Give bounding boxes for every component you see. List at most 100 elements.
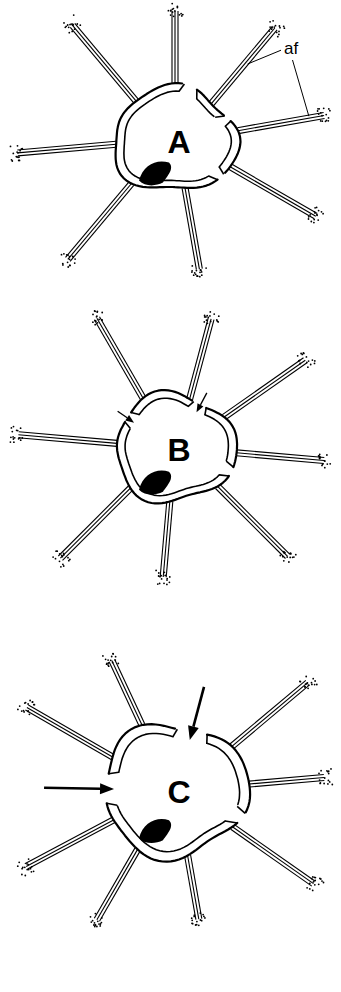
stipple-dot <box>271 28 273 30</box>
stipple-dot <box>177 7 179 9</box>
stipple-dot <box>10 441 12 443</box>
stipple-dot <box>329 463 331 465</box>
stipple-dot <box>321 880 323 882</box>
stipple-dot <box>284 552 286 554</box>
stipple-dot <box>314 363 316 365</box>
stipple-dot <box>316 214 318 216</box>
axopod-fiber <box>60 488 130 558</box>
stipple-dot <box>59 560 61 562</box>
cell-wall <box>109 772 119 773</box>
stipple-dot <box>283 26 285 28</box>
cell-wall <box>209 176 218 180</box>
stipple-dot <box>73 14 75 16</box>
stipple-dot <box>112 653 114 655</box>
stipple-dot <box>62 263 64 265</box>
flow-arrow-head <box>197 403 204 412</box>
stipple-dot <box>210 321 212 323</box>
stipple-dot <box>207 322 209 324</box>
stipple-dot <box>303 352 305 354</box>
stipple-dot <box>69 256 71 258</box>
flow-arrow-head <box>188 725 199 740</box>
stipple-dot <box>55 558 57 560</box>
stipple-dot <box>160 575 162 577</box>
stipple-dot <box>55 550 57 552</box>
stipple-dot <box>298 360 300 362</box>
axopod-fiber <box>249 775 324 782</box>
stipple-dot <box>66 254 68 256</box>
flow-arrow <box>44 787 100 791</box>
stipple-dot <box>171 3 173 5</box>
stipple-dot <box>115 656 117 658</box>
stipple-dot <box>193 916 195 918</box>
axopod-fiber <box>58 486 128 556</box>
stipple-dot <box>198 924 200 926</box>
stipple-dot <box>191 271 193 273</box>
stipple-dot <box>94 922 96 924</box>
stipple-dot <box>204 917 206 919</box>
stipple-dot <box>327 120 329 122</box>
stipple-dot <box>278 31 280 33</box>
stipple-dot <box>59 553 61 555</box>
stipple-dot <box>209 311 211 313</box>
stipple-dot <box>13 426 15 428</box>
cell-wall <box>109 724 175 774</box>
stipple-dot <box>173 8 175 10</box>
stipple-dot <box>309 883 311 885</box>
stipple-dot <box>283 552 285 554</box>
stipple-dot <box>213 313 215 315</box>
part-label: af <box>284 40 298 57</box>
stipple-dot <box>325 114 327 116</box>
stipple-dot <box>329 781 331 783</box>
stipple-dot <box>272 20 274 22</box>
stipple-dot <box>67 266 69 268</box>
stipple-dot <box>320 112 322 114</box>
stipple-dot <box>19 150 21 152</box>
stipple-dot <box>202 914 204 916</box>
stipple-dot <box>70 23 72 25</box>
axopod-fiber <box>94 848 135 918</box>
stipple-dot <box>193 274 195 276</box>
cell-wall <box>237 806 245 813</box>
stipple-dot <box>94 310 96 312</box>
stipple-dot <box>323 783 325 785</box>
stipple-dot <box>101 312 103 314</box>
cell-wall <box>173 729 177 736</box>
stipple-dot <box>13 438 15 440</box>
stipple-dot <box>69 265 71 267</box>
stipple-dot <box>319 878 321 880</box>
stipple-dot <box>94 320 96 322</box>
stipple-dot <box>13 441 15 443</box>
stipple-dot <box>67 557 69 559</box>
stipple-dot <box>199 912 201 914</box>
stipple-dot <box>283 551 285 553</box>
stipple-dot <box>101 319 103 321</box>
stipple-dot <box>317 108 319 110</box>
cell-wall <box>119 734 173 773</box>
axopod-fiber <box>187 318 209 398</box>
stipple-dot <box>312 678 314 680</box>
axopod-fiber <box>211 28 275 104</box>
panel-letter: C <box>167 776 190 808</box>
stipple-dot <box>32 701 34 703</box>
stipple-dot <box>279 555 281 557</box>
stipple-dot <box>32 701 34 703</box>
stipple-dot <box>27 710 29 712</box>
stipple-dot <box>29 700 31 702</box>
stipple-dot <box>158 575 160 577</box>
stipple-dot <box>31 871 33 873</box>
stipple-dot <box>96 316 98 318</box>
stipple-dot <box>300 353 302 355</box>
flow-arrow-head <box>125 415 134 423</box>
stipple-dot <box>290 553 292 555</box>
stipple-dot <box>168 10 170 12</box>
stipple-dot <box>275 25 277 27</box>
stipple-dot <box>304 686 306 688</box>
stipple-dot <box>68 32 70 34</box>
stipple-dot <box>169 581 171 583</box>
stipple-dot <box>161 578 163 580</box>
stipple-dot <box>309 888 311 890</box>
stipple-dot <box>217 321 219 323</box>
axopod-fiber <box>174 11 175 83</box>
stipple-dot <box>295 554 297 556</box>
stipple-dot <box>313 876 315 878</box>
